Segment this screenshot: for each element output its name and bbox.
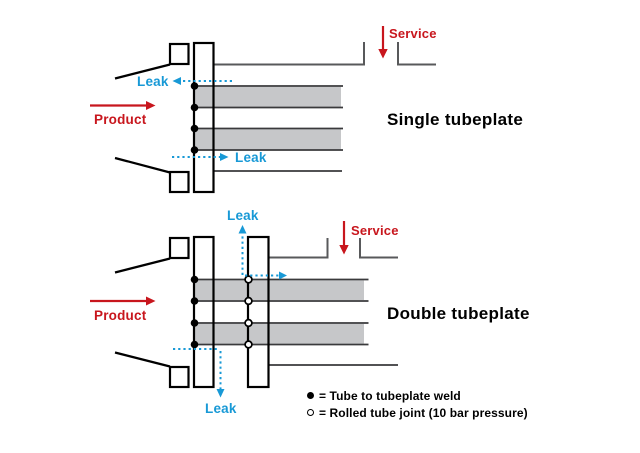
weld-dot-icon — [306, 392, 314, 399]
weld-dot — [190, 82, 199, 90]
legend-rolled-label: = Rolled tube joint (10 bar pressure) — [319, 406, 528, 420]
service-duct-right — [359, 238, 398, 259]
flange-top — [168, 42, 190, 66]
leak-label-lower-double: Leak — [205, 400, 237, 416]
rolled-joint-dot — [244, 275, 253, 284]
service-arrow — [378, 26, 388, 59]
product-arrow — [90, 296, 156, 306]
weld-dot — [190, 275, 199, 284]
single-tubeplate-title: Single tubeplate — [387, 110, 524, 129]
leak-arrow-lower — [172, 153, 229, 161]
rolled-joint-dot — [244, 318, 253, 328]
weld-dot — [190, 340, 199, 349]
rolled-joint-dot — [244, 296, 253, 306]
weld-dot — [190, 124, 199, 133]
tubeplate-outer — [246, 235, 270, 389]
service-label-double: Service — [351, 222, 399, 238]
tubeplate — [192, 41, 215, 194]
weld-dot — [190, 103, 199, 112]
leak-label-upper-double: Leak — [227, 208, 259, 223]
shell-cone-bottom — [114, 351, 171, 368]
leak-arrow-upper — [172, 77, 232, 85]
weld-dot — [190, 146, 199, 154]
flange-bottom — [168, 365, 190, 389]
leak-arrow-lower — [173, 348, 225, 398]
rolled-joint-dot-icon — [306, 409, 314, 416]
leak-arrow-upper — [238, 225, 287, 280]
service-duct-left — [213, 42, 365, 66]
tube-lower — [195, 129, 341, 150]
rolled-joint-dot — [244, 340, 253, 349]
leak-label-upper-single: Leak — [137, 73, 169, 89]
double-tubeplate-diagram — [90, 221, 398, 398]
shell-cone-top — [114, 257, 171, 274]
single-tubeplate-diagram — [90, 26, 436, 194]
flange-bottom — [168, 170, 190, 194]
tube-lower — [195, 324, 364, 344]
service-label-single: Service — [389, 26, 437, 41]
product-arrow — [90, 101, 156, 110]
tubeplate-inner — [192, 235, 215, 389]
service-duct-left — [268, 238, 329, 259]
service-duct-right — [397, 42, 436, 66]
legend-weld-label: = Tube to tubeplate weld — [319, 389, 461, 403]
weld-dot — [190, 319, 199, 327]
flange-top — [168, 236, 190, 260]
tube-upper — [195, 87, 341, 108]
leak-label-lower-single: Leak — [235, 149, 267, 165]
weld-dot — [190, 297, 199, 305]
double-tubeplate-title: Double tubeplate — [387, 304, 530, 323]
product-label-double: Product — [94, 307, 147, 323]
tube-upper — [195, 280, 364, 300]
shell-cone-top — [114, 63, 171, 80]
service-arrow — [339, 221, 349, 255]
shell-cone-bottom — [114, 156, 171, 174]
product-label-single: Product — [94, 111, 147, 127]
